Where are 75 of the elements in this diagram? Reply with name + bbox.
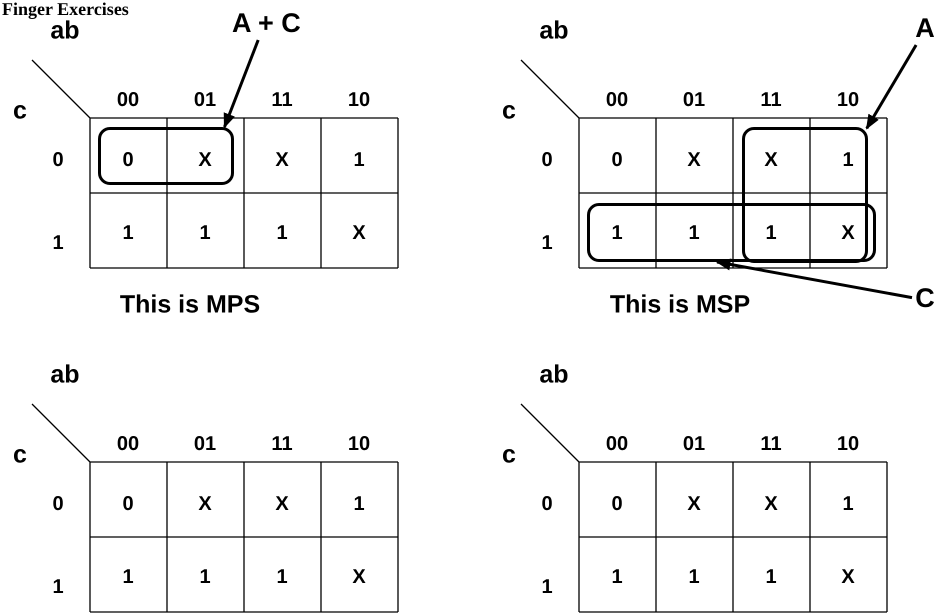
grouping-loop [98,127,234,185]
leader-arrow [223,39,260,128]
cell-value: 1 [688,567,700,587]
column-header: 10 [348,90,370,110]
cell-value: X [275,150,289,170]
cell-value: 1 [122,223,134,243]
cell-value: 1 [199,567,211,587]
row-header: 1 [541,233,553,253]
column-header: 01 [682,434,706,454]
variable-label: ab [539,362,569,388]
variable-label: ab [50,18,80,44]
row-header: 1 [52,577,64,597]
cell-value: 1 [611,567,623,587]
variable-label: ab [539,18,569,44]
cell-value: 1 [842,494,854,514]
row-header: 0 [52,150,64,170]
cell-value: 1 [765,567,777,587]
row-header: 1 [52,233,64,253]
variable-label: c [502,98,516,124]
cell-value: 1 [353,150,365,170]
column-header: 00 [116,434,140,454]
cell-value: X [352,223,366,243]
row-header: 0 [52,494,64,514]
column-header: 11 [760,90,782,110]
column-header: 10 [836,90,860,110]
cell-value: X [352,567,366,587]
cell-value: 1 [353,494,365,514]
variable-label: c [13,442,27,468]
cell-value: X [687,150,701,170]
row-header: 0 [541,150,553,170]
cell-value: 1 [688,223,700,243]
column-header: 01 [194,90,216,110]
column-header: 00 [606,90,628,110]
cell-value: 0 [611,494,623,514]
cell-value: X [841,567,855,587]
column-header: 10 [348,434,370,454]
cell-value: 1 [122,567,134,587]
row-header: 0 [541,494,553,514]
cell-value: X [764,150,778,170]
map-caption: This is MSP [610,292,750,318]
cell-value: 0 [122,150,134,170]
column-header: 11 [271,434,293,454]
cell-value: X [198,150,212,170]
variable-label: c [502,442,516,468]
column-header: 11 [760,434,782,454]
cell-value: 1 [199,223,211,243]
variable-label: c [13,98,27,124]
cell-value: X [841,223,855,243]
term-label: A [912,15,938,45]
cell-value: 1 [842,150,854,170]
cell-value: 0 [122,494,134,514]
cell-value: X [198,494,212,514]
map-caption: This is MPS [120,292,260,318]
leader-arrow [865,44,918,130]
cell-value: X [764,494,778,514]
grouping-loop [587,203,876,262]
variable-label: ab [50,362,80,388]
cell-value: X [687,494,701,514]
column-header: 01 [194,434,216,454]
grouping-loop [742,127,868,263]
row-header: 1 [541,577,553,597]
cell-value: X [275,494,289,514]
column-header: 11 [271,90,293,110]
column-header: 00 [116,90,140,110]
cell-value: 1 [276,223,288,243]
term-label: C [912,285,938,315]
column-header: 00 [606,434,628,454]
page-title: Finger Exercises [2,0,129,18]
cell-value: 1 [276,567,288,587]
column-header: 01 [682,90,706,110]
column-header: 10 [836,434,860,454]
cell-value: 1 [611,223,623,243]
leader-arrow [716,258,912,300]
cell-value: 1 [765,223,777,243]
cell-value: 0 [611,150,623,170]
